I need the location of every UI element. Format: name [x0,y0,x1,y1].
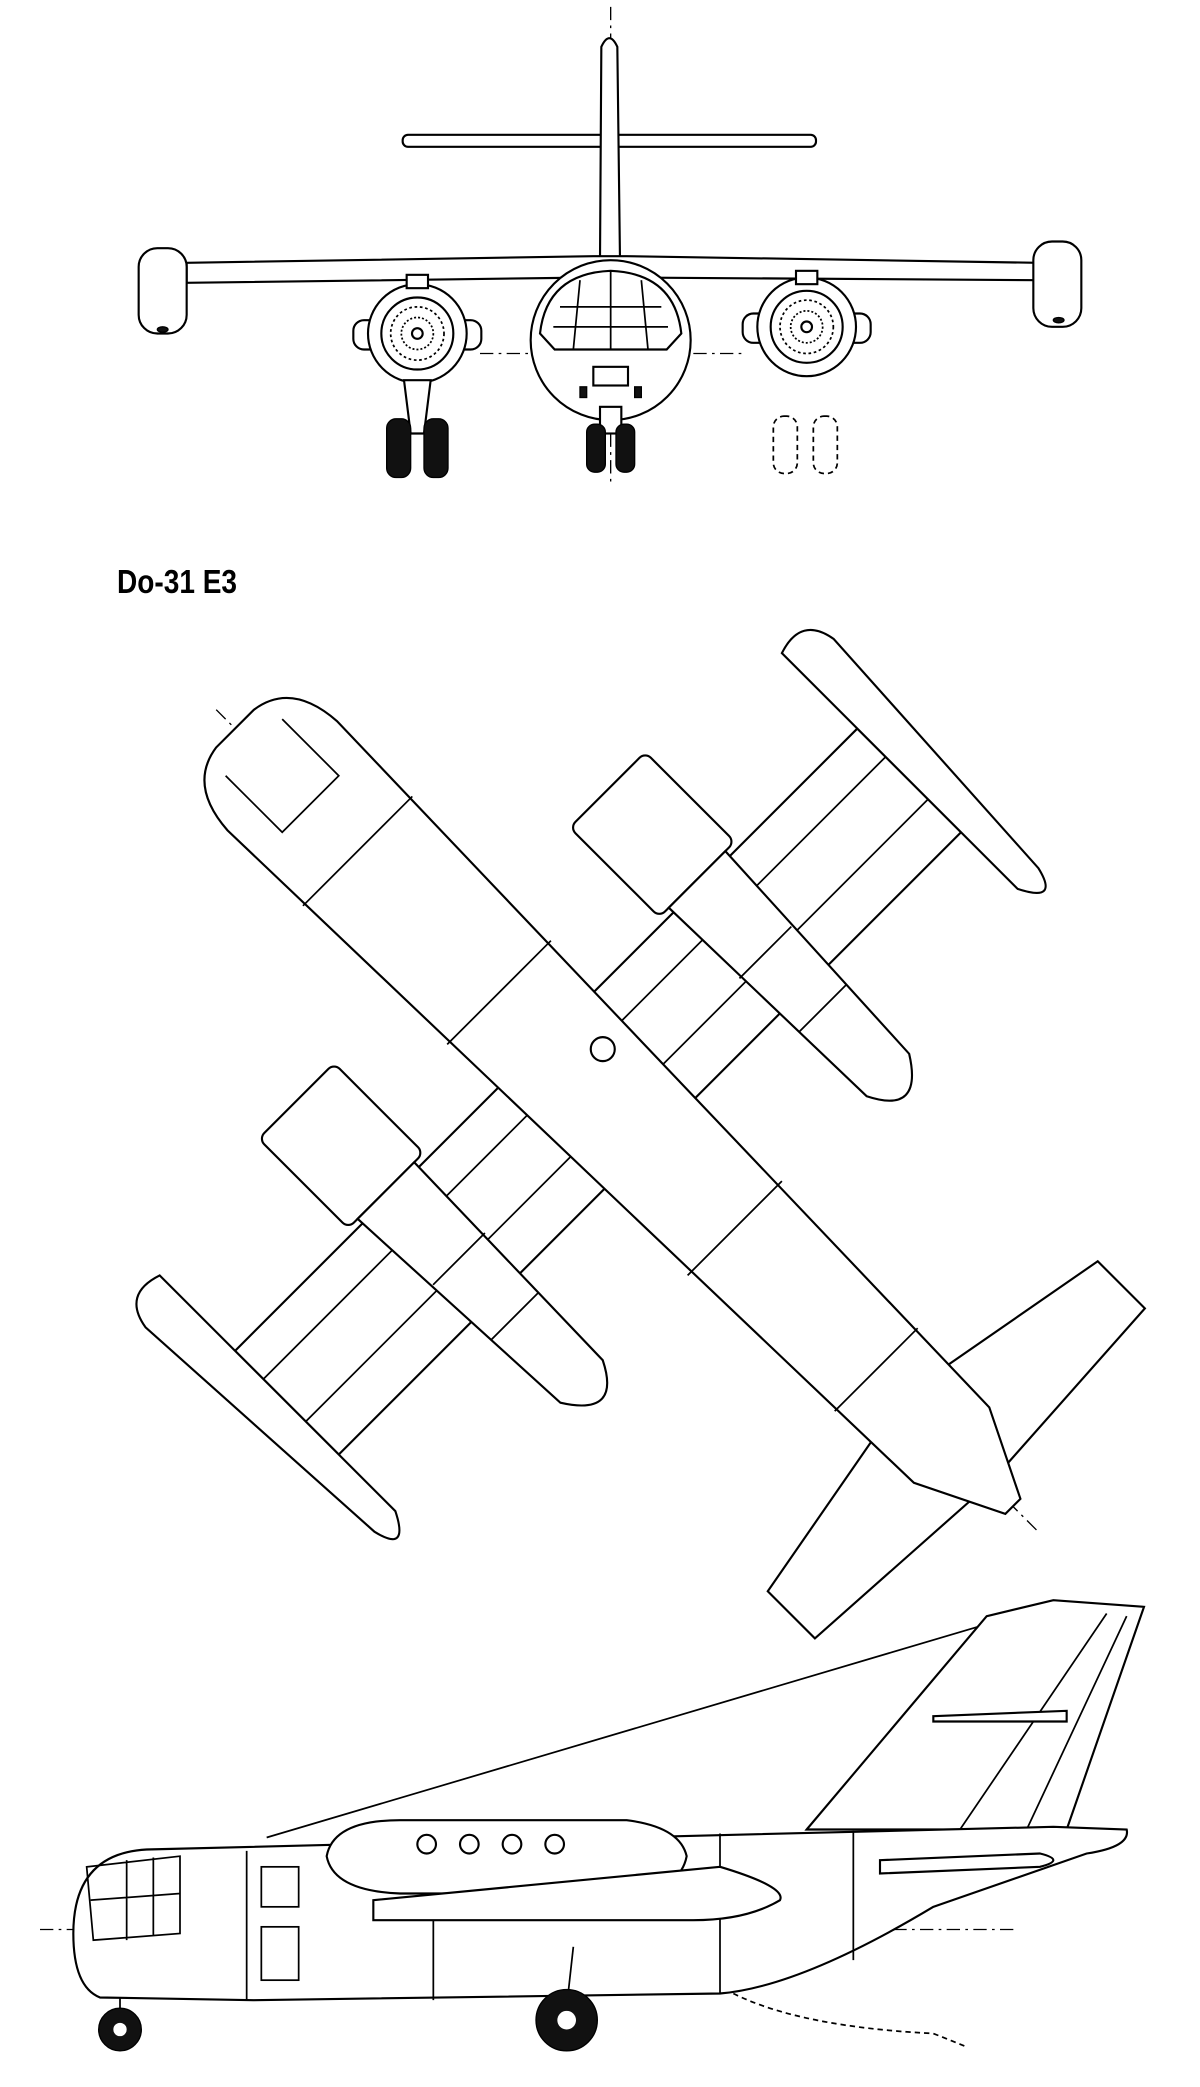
hatch [589,1036,616,1063]
left-engine [352,273,483,384]
fuselage-front [529,259,692,422]
pod-light [156,326,169,333]
side-stabilizer [932,1709,1068,1723]
engine-pod-side [325,1819,688,1895]
ramp-open [732,1992,967,2048]
right-tip-pod-top [780,629,1047,894]
engine-windows [416,1833,566,1855]
left-tip-pod-top [135,1274,401,1541]
top-view [135,629,1147,1640]
lower-nacelle [372,1865,782,1922]
vertical-fin [598,37,622,262]
right-engine-top [572,754,914,1102]
main-gear [385,379,449,479]
door [260,1925,300,1982]
nose-gear [586,405,636,473]
retracted-wheel [812,415,839,475]
front-view [137,6,1083,487]
nose-wheel [98,1997,142,2052]
rear-pod [878,1852,1055,1875]
right-tip-pod [1032,240,1083,328]
antenna-wire [266,1623,987,1839]
fuselage-top [203,696,1022,1516]
left-tip-pod [137,247,188,335]
side-view [40,1599,1146,2052]
aircraft-title: Do-31 E3 [117,563,238,600]
retracted-wheel [772,415,799,475]
main-wheel [535,1946,598,2052]
right-engine [741,269,872,378]
pod-light [1052,316,1065,324]
left-engine-top [260,1065,609,1407]
door [260,1865,300,1908]
